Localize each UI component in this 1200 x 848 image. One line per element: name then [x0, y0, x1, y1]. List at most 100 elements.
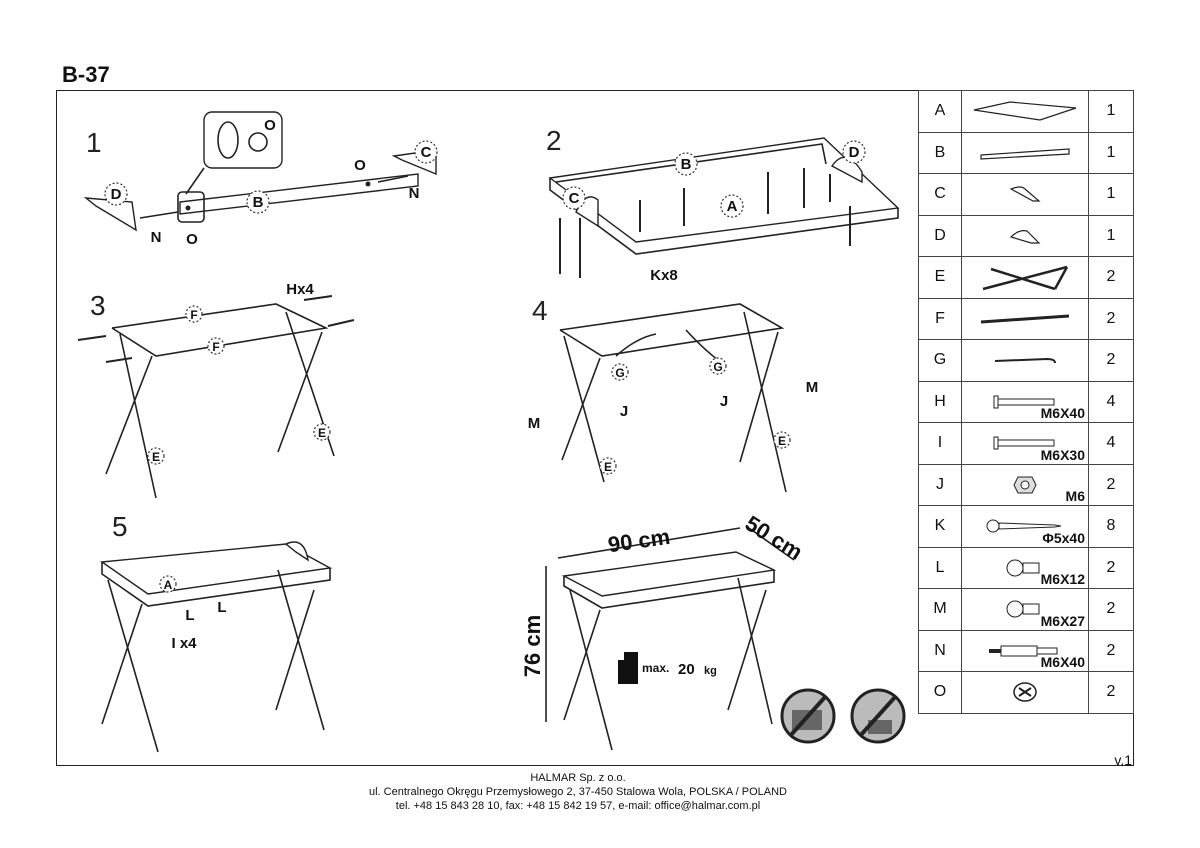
part-picture: M6X40 — [961, 629, 1089, 672]
no-stand-icon — [850, 688, 906, 744]
part-letter: L — [918, 546, 962, 589]
part-quantity: 2 — [1088, 297, 1134, 340]
step-4: 4 G G E E M J J M — [528, 295, 819, 493]
part-label: N — [409, 185, 420, 202]
part-letter: J — [918, 463, 962, 506]
part-label: O — [354, 157, 366, 174]
company-name: HALMAR Sp. z o.o. — [530, 772, 626, 784]
part-letter: C — [918, 173, 962, 216]
max-load-unit: kg — [704, 665, 717, 677]
part-bubble: C — [569, 190, 580, 207]
part-quantity: 4 — [1088, 422, 1134, 465]
rail-b — [179, 173, 419, 215]
part-bubble: E — [778, 434, 786, 448]
part-label: M — [806, 379, 819, 396]
part-bubble: F — [212, 340, 219, 354]
part-size: Φ5x40 — [1042, 529, 1085, 546]
part-label: Hx4 — [286, 281, 314, 298]
part-picture — [961, 90, 1089, 133]
part-bubble: G — [713, 360, 722, 374]
version-label: v.1 — [1114, 752, 1132, 768]
step-number: 2 — [546, 125, 562, 156]
model-code: B-37 — [62, 62, 110, 87]
part-size: M6X40 — [1040, 405, 1085, 421]
hook-bar-icon — [962, 353, 1088, 367]
assembly-drawings: .ln{stroke:#222;stroke-width:1.6;fill:no… — [77, 111, 906, 753]
step-number: 1 — [86, 127, 102, 158]
part-picture — [961, 214, 1089, 257]
wood-screw-icon — [962, 518, 1088, 534]
part-quantity: 1 — [1088, 214, 1134, 257]
desk-top — [561, 551, 777, 597]
step-5: 5 A L L I x4 — [100, 511, 333, 753]
nut-icon — [962, 473, 1088, 497]
x-leg-icon — [962, 261, 1088, 293]
part-letter: G — [918, 339, 962, 382]
instruction-frame — [56, 90, 1134, 766]
part-quantity: 4 — [1088, 380, 1134, 423]
part-letter: B — [918, 131, 962, 174]
part-label: O — [264, 117, 276, 134]
part-letter: I — [918, 422, 962, 465]
part-bubble: B — [253, 194, 264, 211]
part-bubble: A — [727, 198, 738, 215]
step-2: 2 C B A D Kx8 — [546, 125, 900, 284]
part-quantity: 2 — [1088, 463, 1134, 506]
part-letter: E — [918, 256, 962, 299]
step-number: 4 — [532, 295, 548, 326]
bar-icon — [962, 312, 1088, 326]
part-picture — [961, 297, 1089, 340]
part-letter: D — [918, 214, 962, 257]
company-footer: HALMAR Sp. z o.o. ul. Centralnego Okręgu… — [0, 771, 1156, 813]
max-load-label: max. — [642, 661, 669, 675]
part-label: O — [186, 231, 198, 248]
part-bubble: F — [190, 308, 197, 322]
part-letter: F — [918, 297, 962, 340]
part-bubble: G — [615, 366, 624, 380]
step-number: 3 — [90, 290, 106, 321]
part-size: M6 — [1065, 488, 1085, 504]
detail-callout — [203, 111, 283, 169]
width-dimension: 90 cm — [606, 524, 671, 557]
part-bubble: E — [318, 426, 326, 440]
part-label: M — [528, 415, 541, 432]
part-bubble: B — [681, 156, 692, 173]
max-load-value: 20 — [678, 661, 695, 678]
no-climb-icon — [780, 688, 836, 744]
step-1: 1 D B C O O O N N — [83, 111, 438, 248]
cam-lock-icon — [962, 679, 1088, 705]
part-label: Kx8 — [650, 267, 678, 284]
bracket-left-icon — [962, 225, 1088, 247]
part-letter: A — [918, 90, 962, 133]
part-quantity: 1 — [1088, 90, 1134, 133]
part-quantity: 2 — [1088, 671, 1134, 714]
part-size: M6X27 — [1040, 612, 1085, 629]
part-size: M6X30 — [1040, 446, 1085, 463]
part-letter: H — [918, 380, 962, 423]
part-picture: M6X12 — [961, 546, 1089, 589]
part-quantity: 2 — [1088, 546, 1134, 589]
bolt-icon — [962, 394, 1088, 410]
part-picture — [961, 671, 1089, 714]
part-label: J — [620, 403, 628, 420]
part-label: N — [151, 229, 162, 246]
part-picture: Φ5x40 — [961, 505, 1089, 548]
part-quantity: 2 — [1088, 339, 1134, 382]
part-quantity: 8 — [1088, 505, 1134, 548]
part-quantity: 2 — [1088, 588, 1134, 631]
part-picture — [961, 131, 1089, 174]
part-bubble: D — [111, 186, 122, 203]
part-letter: M — [918, 588, 962, 631]
depth-dimension: 50 cm — [741, 511, 807, 565]
connector-bolt-icon — [962, 643, 1088, 659]
